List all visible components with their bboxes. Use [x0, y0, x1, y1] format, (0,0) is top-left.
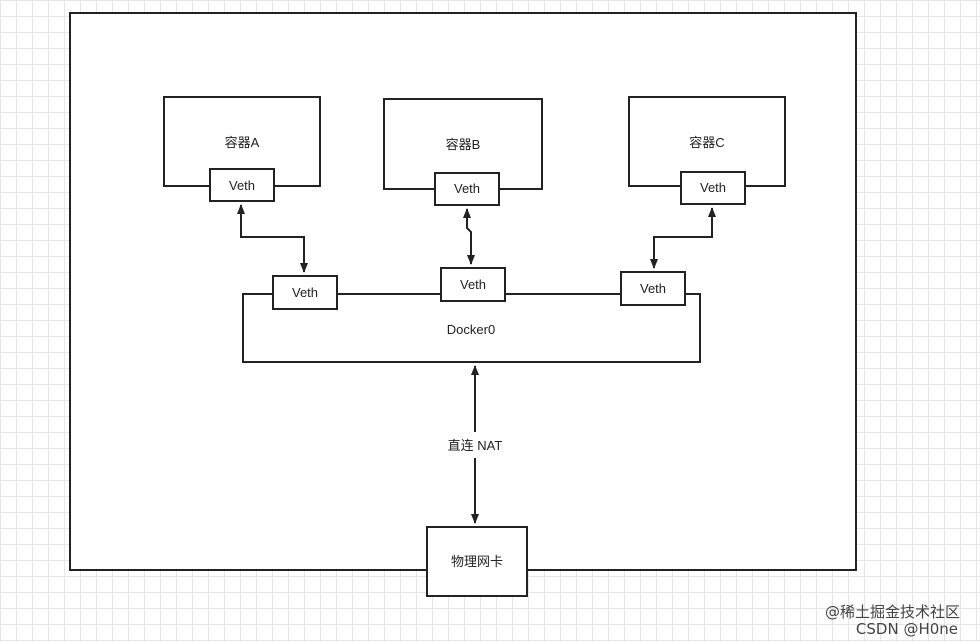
veth-pair-c-connector — [650, 207, 716, 269]
container-a-veth-box — [209, 168, 275, 202]
bridge-veth-a-label: Veth — [292, 285, 318, 300]
veth-pair-a-connector — [237, 204, 308, 273]
veth-pair-b-connector — [463, 208, 475, 265]
container-a-label: 容器A — [225, 135, 260, 150]
physical-nic-label: 物理网卡 — [451, 554, 503, 569]
physical-nic: 物理网卡 — [426, 526, 528, 597]
container-b-veth-label: Veth — [454, 181, 480, 196]
container-b: 容器B Veth — [383, 98, 543, 206]
watermark-juejin: @稀土掘金技术社区 — [825, 603, 960, 621]
bridge-veth-c-label: Veth — [640, 281, 666, 296]
bridge-veth-a-box — [272, 275, 338, 310]
container-c-label: 容器C — [689, 135, 724, 150]
container-a-veth-label: Veth — [229, 178, 255, 193]
bridge-veth-c-box — [620, 271, 686, 306]
watermark-csdn: CSDN @H0ne — [856, 620, 958, 638]
container-c: 容器C Veth — [628, 96, 786, 205]
container-b-veth-box — [434, 172, 500, 206]
uplink-label: 直连 NAT — [448, 438, 503, 453]
docker0-label: Docker0 — [447, 322, 495, 337]
bridge-veth-b-label: Veth — [460, 277, 486, 292]
bridge-veth-b-box — [440, 267, 506, 302]
container-b-label: 容器B — [446, 137, 481, 152]
container-c-veth-box — [680, 171, 746, 205]
container-c-veth-label: Veth — [700, 180, 726, 195]
physical-nic-box — [426, 526, 528, 597]
docker0-bridge: Docker0 Veth Veth Veth — [242, 267, 701, 363]
container-a: 容器A Veth — [163, 96, 321, 202]
